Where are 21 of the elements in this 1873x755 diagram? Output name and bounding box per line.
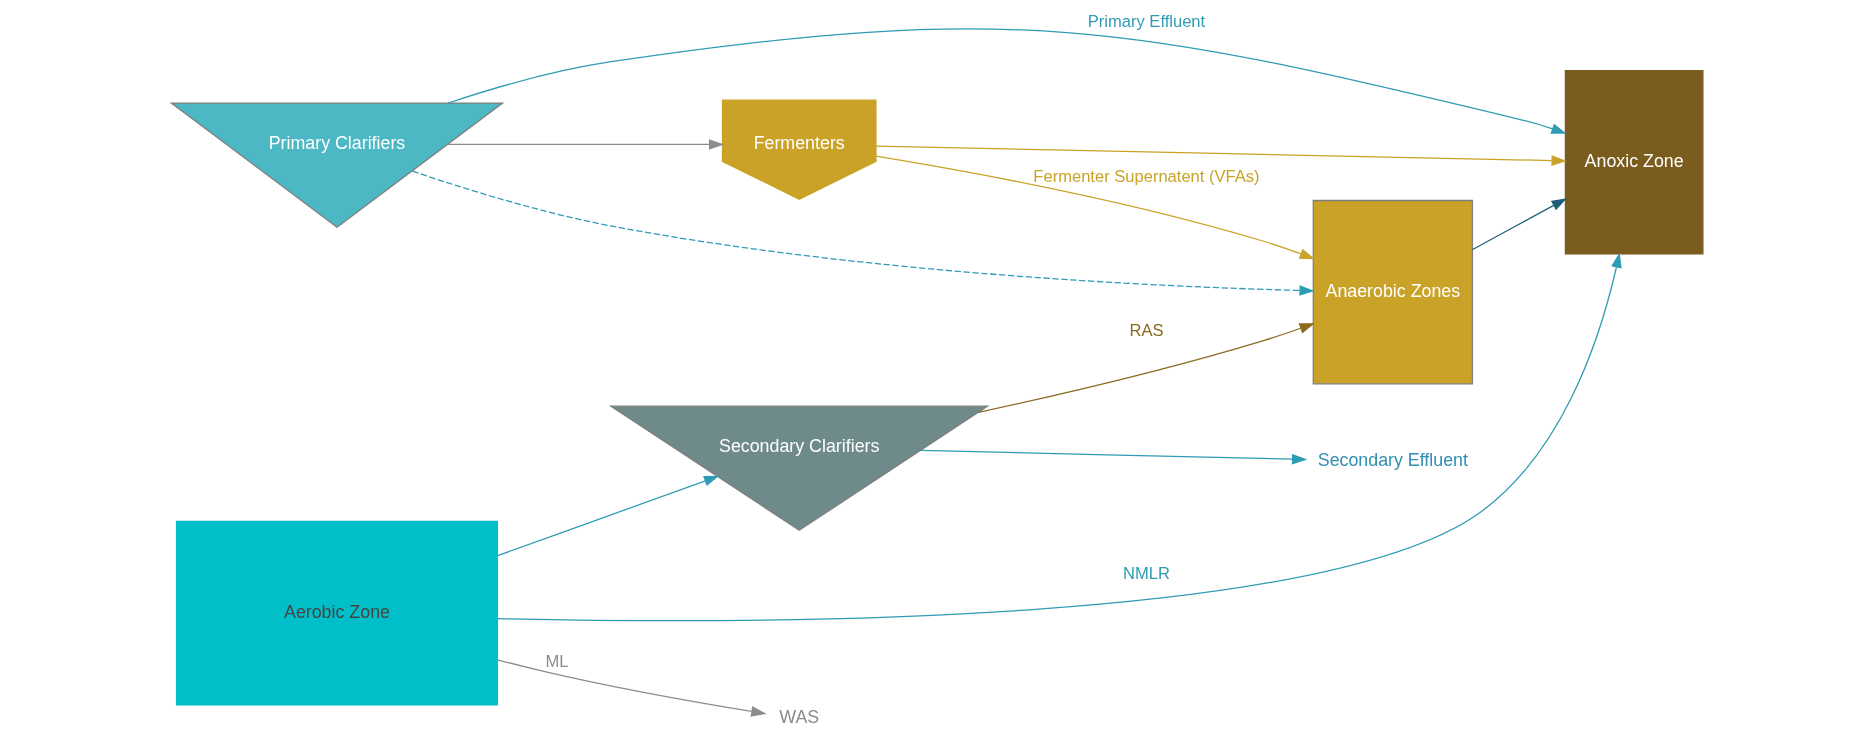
node-text: WAS xyxy=(778,707,819,728)
node-text: Secondary Effluent xyxy=(1317,450,1468,471)
node-box: Anaerobic Zones xyxy=(1312,199,1473,385)
arrow xyxy=(919,449,1307,465)
arrow xyxy=(447,28,1567,134)
arrow xyxy=(446,139,724,150)
arrow xyxy=(977,323,1315,413)
node-box: Aerobic Zone xyxy=(175,520,498,706)
edge-label: Primary Effluent xyxy=(1087,11,1205,31)
arrow xyxy=(1471,198,1567,251)
node-box: Anoxic Zone xyxy=(1564,70,1704,255)
arrow xyxy=(496,475,719,557)
edge-label: Fermenter Supernatent (VFAs) xyxy=(1032,166,1260,186)
edge-label: ML xyxy=(545,652,568,672)
arrow xyxy=(874,155,1315,260)
edge-label: NMLR xyxy=(1122,564,1170,584)
arrow xyxy=(496,252,1622,622)
arrow xyxy=(411,170,1315,296)
edge-label: RAS xyxy=(1128,320,1163,340)
arrow xyxy=(496,659,766,717)
arrow xyxy=(875,145,1567,166)
